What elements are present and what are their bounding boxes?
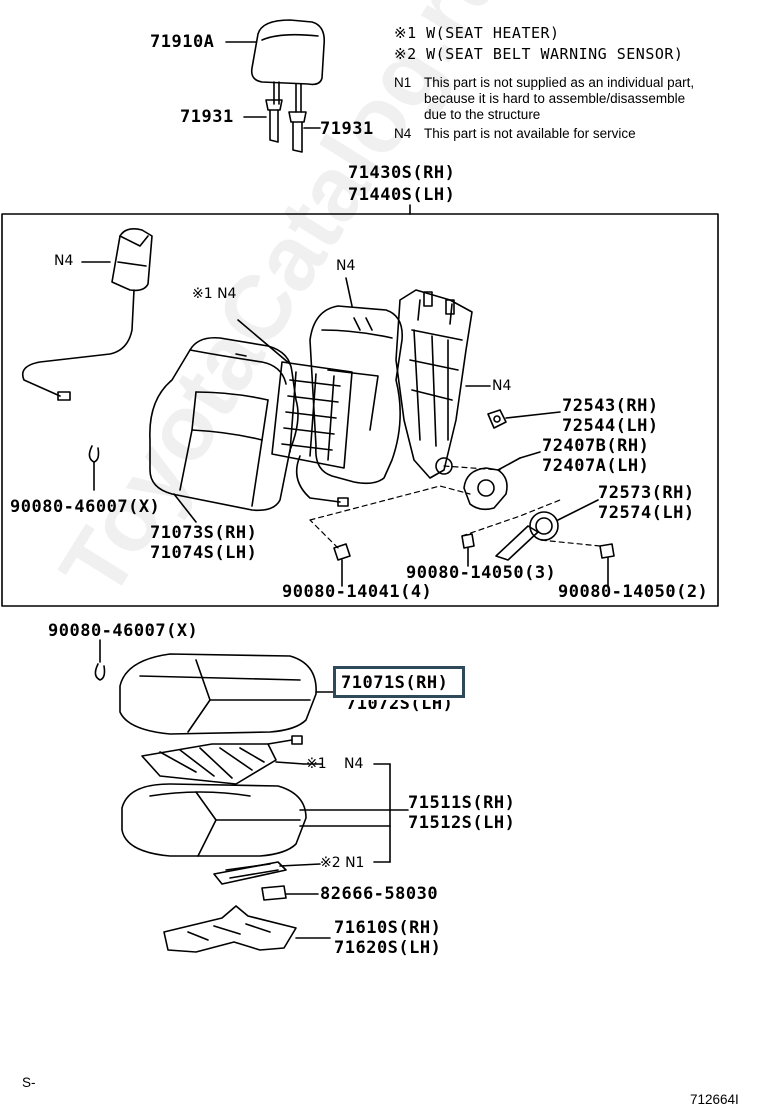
part-label-71931-right[interactable]: 71931	[320, 119, 374, 139]
part-label-71512S[interactable]: 71512S(LH)	[408, 813, 516, 833]
bolt-14050-3-drawing	[461, 533, 475, 567]
recliner-adjuster-drawing	[463, 451, 541, 511]
part-label-71071S[interactable]: 71071S(RH)	[341, 673, 449, 693]
armrest-drawing	[21, 228, 153, 401]
part-label-72573[interactable]: 72573(RH)	[598, 483, 695, 503]
bolt-14050-2-drawing	[599, 543, 615, 587]
headrest-drawing	[225, 19, 326, 113]
note-n1-code: N1	[394, 75, 412, 90]
note-n1-line1: This part is not supplied as an individu…	[424, 75, 695, 90]
seatback-heater-drawing	[237, 319, 353, 507]
headrest-guide-left	[243, 99, 283, 143]
part-label-71073S[interactable]: 71073S(RH)	[150, 523, 258, 543]
cushion-frame-drawing	[163, 905, 331, 953]
part-label-71440S[interactable]: 71440S(LH)	[348, 185, 456, 205]
note-n4-text: This part is not available for service	[424, 126, 636, 141]
seatback-assembly-box	[1, 213, 719, 607]
part-label-71910A[interactable]: 71910A	[150, 32, 215, 52]
headrest-guide-right	[288, 111, 321, 153]
seatback-cover-drawing	[149, 336, 299, 512]
note-seat-heater: ※1 W(SEAT HEATER)	[394, 24, 560, 42]
seat-cushion-cover-drawing	[119, 653, 334, 735]
part-label-71931-left[interactable]: 71931	[180, 107, 234, 127]
bolt-14041-drawing	[333, 543, 351, 587]
part-label-90080-14050-3[interactable]: 90080-14050(3)	[406, 563, 557, 583]
assembly-dashed-lines	[309, 465, 601, 549]
part-label-71072S[interactable]: 71072S(LH)	[346, 694, 454, 714]
recliner-bracket-drawing	[495, 499, 599, 561]
note-belt-sensor: ※2 W(SEAT BELT WARNING SENSOR)	[394, 45, 684, 63]
figure-number: 712664I	[690, 1092, 739, 1107]
part-label-71074S[interactable]: 71074S(LH)	[150, 543, 258, 563]
part-label-72407A[interactable]: 72407A(LH)	[542, 456, 650, 476]
recliner-cover-drawing	[487, 409, 561, 429]
label-n4-armrest: N4	[54, 253, 74, 269]
label-sym1-n4: ※1 N4	[192, 286, 237, 302]
part-label-72574[interactable]: 72574(LH)	[598, 503, 695, 523]
label-n4-frame: N4	[492, 378, 512, 394]
cushion-bracket-leaders	[279, 763, 409, 867]
highlight-box	[333, 666, 465, 698]
part-label-72543[interactable]: 72543(RH)	[562, 396, 659, 416]
part-label-71610S[interactable]: 71610S(RH)	[334, 918, 442, 938]
note-n1-line3: due to the structure	[424, 107, 541, 122]
label-sym1-cushion: ※1	[306, 756, 327, 772]
belt-sensor-drawing	[213, 861, 287, 885]
label-sym2-n1: ※2 N1	[320, 855, 365, 871]
part-label-90080-14041[interactable]: 90080-14041(4)	[282, 582, 433, 602]
note-n1-line2: because it is hard to assemble/disassemb…	[424, 91, 686, 106]
part-label-71620S[interactable]: 71620S(LH)	[334, 938, 442, 958]
part-label-90080-46007-cushion[interactable]: 90080-46007(X)	[48, 621, 199, 641]
part-label-72407B[interactable]: 72407B(RH)	[542, 436, 650, 456]
hog-ring-cushion-drawing	[94, 639, 106, 681]
part-label-90080-14050-2[interactable]: 90080-14050(2)	[558, 582, 709, 602]
part-label-90080-46007-back[interactable]: 90080-46007(X)	[10, 497, 161, 517]
part-label-71430S[interactable]: 71430S(RH)	[348, 163, 456, 183]
part-label-72544[interactable]: 72544(LH)	[562, 416, 659, 436]
label-n4-cushion: N4	[344, 756, 364, 772]
part-label-82666[interactable]: 82666-58030	[320, 884, 439, 904]
seatback-frame-drawing	[395, 289, 491, 479]
seatback-pad-drawing	[309, 277, 403, 485]
note-n4-code: N4	[394, 126, 412, 141]
hog-ring-back-drawing	[88, 445, 100, 491]
seat-cushion-pad-drawing	[121, 783, 307, 857]
footer-left-code: S-	[22, 1075, 36, 1090]
part-label-71511S[interactable]: 71511S(RH)	[408, 793, 516, 813]
connector-82666-drawing	[261, 885, 319, 901]
label-n4-back: N4	[336, 258, 356, 274]
seat-cushion-heater-drawing	[141, 735, 305, 785]
